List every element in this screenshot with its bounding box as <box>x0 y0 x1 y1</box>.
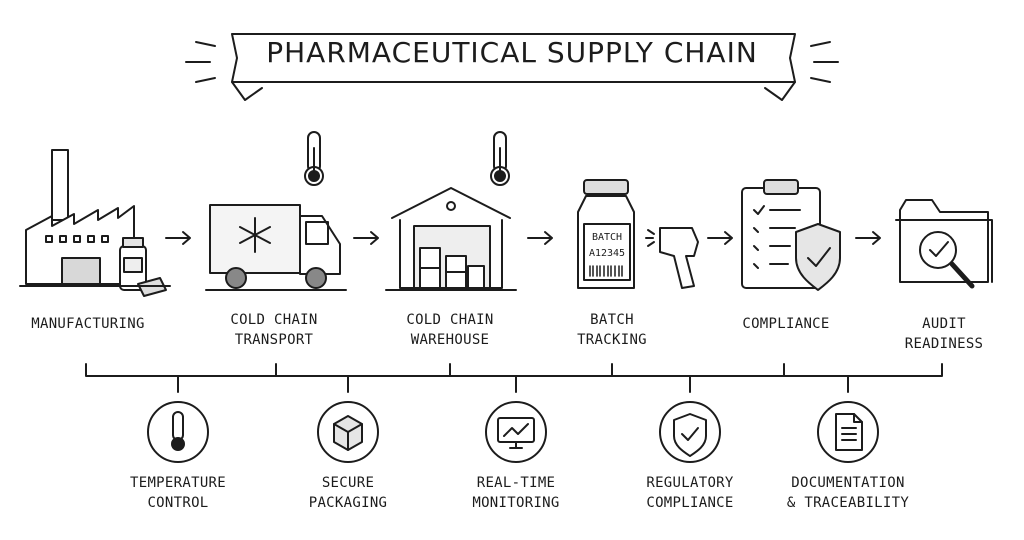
box-pillar-icon <box>317 401 379 463</box>
thermometer-pillar-icon <box>147 401 209 463</box>
pillar-label-temperature-control: TEMPERATURE CONTROL <box>129 475 227 511</box>
document-pillar-icon <box>817 401 879 463</box>
pillar-label-documentation-traceability: DOCUMENTATION & TRACEABILITY <box>786 475 910 511</box>
stage-label-cold-chain-transport: COLD CHAIN TRANSPORT <box>230 312 318 348</box>
monitor-chart-pillar-icon <box>485 401 547 463</box>
stage-label-cold-chain-warehouse: COLD CHAIN WAREHOUSE <box>406 312 494 348</box>
title-banner <box>185 33 839 101</box>
medicine-bottle-icon <box>577 179 635 289</box>
refrigerated-truck-icon <box>205 204 347 291</box>
clipboard-shield-icon <box>741 179 841 291</box>
batch-label-line2: A12345 <box>589 248 625 259</box>
page-title: PHARMACEUTICAL SUPPLY CHAIN <box>266 36 758 69</box>
pillar-label-secure-packaging: SECURE PACKAGING <box>308 475 388 511</box>
thermometer-icon-transport <box>304 131 324 186</box>
stage-label-manufacturing: MANUFACTURING <box>31 316 145 332</box>
barcode-scanner-icon <box>645 227 699 289</box>
shield-check-pillar-icon <box>659 401 721 463</box>
batch-label-line1: BATCH <box>592 232 622 243</box>
factory-icon <box>19 149 171 297</box>
pillar-label-regulatory-compliance: REGULATORY COMPLIANCE <box>646 475 734 511</box>
stage-label-audit-readiness: AUDIT READINESS <box>904 316 984 352</box>
stage-label-batch-tracking: BATCH TRACKING <box>577 312 647 348</box>
flow-arrows <box>165 231 881 245</box>
stage-label-compliance: COMPLIANCE <box>742 316 830 332</box>
thermometer-icon-warehouse <box>490 131 510 186</box>
pillar-label-real-time-monitoring: REAL-TIME MONITORING <box>472 475 560 511</box>
folder-magnifier-icon <box>895 199 993 289</box>
stage-bracket <box>85 363 943 393</box>
warehouse-icon <box>385 187 517 291</box>
